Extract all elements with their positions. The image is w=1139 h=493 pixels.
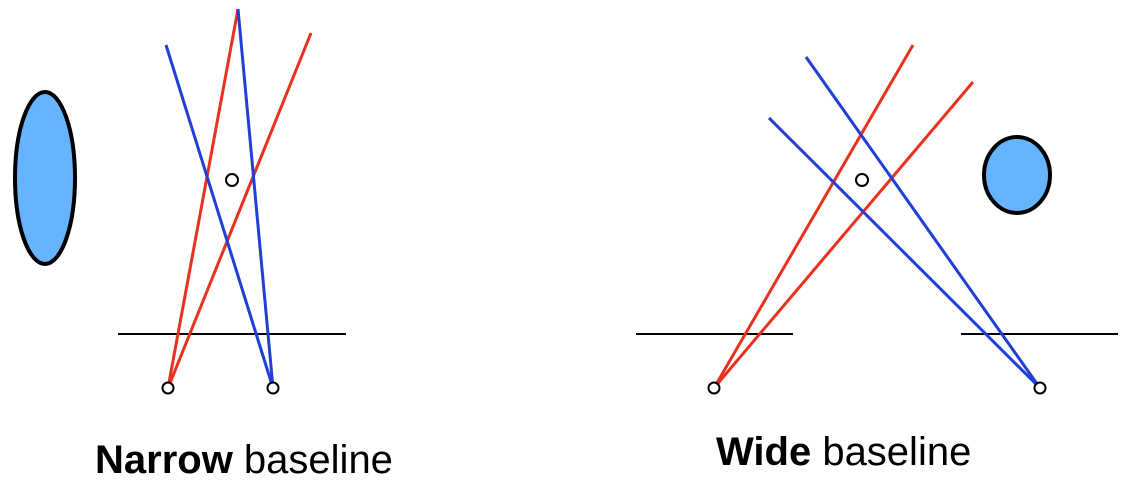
scene-point bbox=[855, 173, 869, 187]
uncertainty-region-elongated bbox=[13, 90, 77, 266]
right-camera-ray-lower bbox=[767, 116, 1042, 390]
uncertainty-region-compact bbox=[982, 135, 1052, 215]
left-camera-center bbox=[161, 381, 175, 395]
wide-baseline-panel bbox=[636, 44, 1118, 395]
left-camera-ray-lower bbox=[712, 81, 975, 389]
left-camera-ray-lower bbox=[166, 32, 313, 389]
narrow-baseline-caption: Narrow baseline bbox=[95, 438, 393, 483]
caption-rest: baseline bbox=[232, 438, 393, 482]
right-camera-ray-upper bbox=[164, 44, 275, 389]
right-camera-center bbox=[266, 381, 280, 395]
left-camera-ray-upper bbox=[712, 44, 915, 389]
left-camera-center bbox=[707, 381, 721, 395]
wide-baseline-caption: Wide baseline bbox=[716, 430, 971, 475]
caption-emphasis: Wide bbox=[716, 430, 812, 474]
right-camera-center bbox=[1033, 381, 1047, 395]
right-camera-ray-lower bbox=[236, 8, 275, 389]
scene-point bbox=[225, 173, 239, 187]
right-camera-ray-upper bbox=[804, 56, 1042, 389]
caption-emphasis: Narrow bbox=[95, 438, 233, 482]
caption-rest: baseline bbox=[811, 430, 972, 474]
narrow-baseline-panel bbox=[13, 8, 346, 395]
left-camera-ray-upper bbox=[166, 8, 240, 389]
